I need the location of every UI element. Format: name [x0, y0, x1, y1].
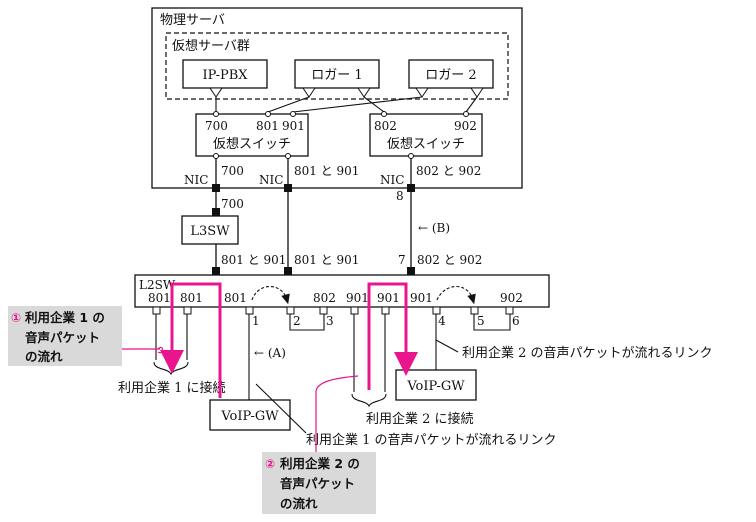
company2-link-pointer — [435, 339, 459, 353]
vswitch-right-bottom-802-902: 802 と 902 — [416, 164, 481, 178]
l2sw-port-7 — [407, 267, 415, 275]
nic1-port — [212, 184, 220, 192]
l2sw-port-5: 5 — [477, 314, 485, 328]
l2sw-port-2: 2 — [293, 314, 301, 328]
nic2-label: NIC — [259, 173, 283, 187]
l3sw: 700 L3SW 801 と 901 — [181, 197, 286, 267]
nic3-label: NIC — [380, 173, 404, 187]
vswitch-left: 700 801 901 仮想スイッチ — [195, 111, 309, 159]
vswitch-left-name: 仮想スイッチ — [213, 136, 291, 152]
l2sw-name: L2SW — [139, 278, 176, 292]
right-link-port-7: 7 — [398, 253, 406, 267]
l2sw-vlan-0: 801 — [148, 291, 171, 305]
callout2-line3: の流れ — [280, 496, 318, 511]
physical-server-title: 物理サーバ — [160, 13, 225, 28]
company1-link-pointer — [255, 383, 307, 434]
vswitch-left-port-700: 700 — [205, 119, 228, 133]
nic3-port: 8 — [396, 189, 404, 203]
center-link-vlan: 801 と 901 — [294, 253, 359, 267]
voip-gw-right-label: VoIP-GW — [406, 379, 465, 394]
vswitch-left-bottom-700: 700 — [221, 164, 244, 178]
l2sw-vlan-7: 902 — [500, 291, 523, 305]
l2sw-vlan-3: 802 — [313, 291, 336, 305]
l2sw-vlan-1: 801 — [180, 291, 203, 305]
vswitch-right-port-902: 902 — [454, 119, 477, 133]
virtual-server-group: 仮想サーバ群 — [165, 32, 509, 100]
server-to-vswitch-links — [215, 96, 478, 113]
l2sw-port-center — [284, 267, 292, 275]
vswitch-left-port-901: 901 — [282, 119, 305, 133]
l2sw-vlan-5: 901 — [377, 291, 400, 305]
vswitch-left-port-801: 801 — [256, 119, 279, 133]
nic1-label: NIC — [184, 173, 208, 187]
callout1-pointer-end — [157, 346, 164, 354]
company1-connect-label: 利用企業 1 に接続 — [118, 380, 226, 396]
logger1-label: ロガー 1 — [311, 68, 362, 83]
flow-company2 — [367, 282, 418, 390]
edge-cables — [155, 314, 437, 400]
l3sw-lower-vlan: 801 と 901 — [221, 253, 286, 267]
server-logger1: ロガー 1 — [294, 59, 380, 98]
server-logger2: ロガー 2 — [408, 59, 494, 98]
server-ippbx: IP-PBX — [182, 59, 268, 98]
vswitch-left-bottom-801-901: 801 と 901 — [294, 164, 359, 178]
physical-server: 物理サーバ — [151, 7, 523, 189]
link-a-label: ← (A) — [254, 346, 286, 360]
link-b-label: ← (B) — [418, 221, 450, 235]
right-link-vlan: 802 と 902 — [417, 253, 482, 267]
callout2-pointer — [315, 375, 359, 452]
flow-company1 — [160, 282, 222, 398]
callout2-line2: 音声パケット — [280, 476, 355, 491]
l2sw-vlan-4: 901 — [346, 291, 369, 305]
company1-link-label: 利用企業 1 の音声パケットが流れるリンク — [306, 432, 557, 448]
l2sw: L2SW 801 801 801 802 901 901 901 902 1 2… — [134, 274, 550, 328]
company2-connect-label: 利用企業 2 に接続 — [366, 411, 474, 427]
l3sw-top-port — [212, 208, 220, 216]
l2sw-port-4: 4 — [438, 314, 446, 328]
l3sw-upper-vlan: 700 — [221, 197, 244, 211]
callout1-line2: 音声パケット — [25, 330, 100, 345]
l2sw-port-3: 3 — [326, 314, 334, 328]
vswitch-right: 802 902 仮想スイッチ — [369, 111, 483, 159]
nic3-port-square — [407, 184, 415, 192]
l2sw-vlan-6: 901 — [410, 291, 433, 305]
l2sw-vlan-2: 801 — [224, 291, 247, 305]
callout1-marker: ① — [11, 311, 21, 325]
l3sw-name: L3SW — [190, 224, 230, 239]
l2sw-port-1: 1 — [252, 314, 260, 328]
company2-brace — [351, 393, 387, 408]
vswitch-right-port-802: 802 — [374, 119, 397, 133]
logger2-label: ロガー 2 — [425, 68, 476, 83]
ippbx-label: IP-PBX — [202, 68, 248, 83]
vswitch-right-name: 仮想スイッチ — [387, 136, 465, 152]
company1-brace — [153, 361, 189, 376]
l2sw-port-l3 — [212, 267, 220, 275]
callout-company2: ② 利用企業 2 の 音声パケット の流れ — [262, 452, 376, 514]
nic2-port — [284, 184, 292, 192]
callout2-line1: 利用企業 2 の — [280, 456, 360, 471]
callout-company1: ① 利用企業 1 の 音声パケット の流れ — [8, 306, 122, 366]
voip-gw-left-label: VoIP-GW — [220, 409, 279, 424]
voip-gw-left: VoIP-GW — [209, 399, 291, 431]
callout2-marker: ② — [265, 457, 275, 471]
voip-gw-right: VoIP-GW — [395, 369, 477, 401]
virtual-group-title: 仮想サーバ群 — [172, 38, 250, 54]
l2sw-port-6: 6 — [512, 314, 520, 328]
callout1-line3: の流れ — [25, 349, 63, 364]
callout1-line1: 利用企業 1 の — [25, 310, 105, 325]
port-loop-brackets — [251, 285, 511, 331]
company2-link-label: 利用企業 2 の音声パケットが流れるリンク — [462, 345, 713, 361]
